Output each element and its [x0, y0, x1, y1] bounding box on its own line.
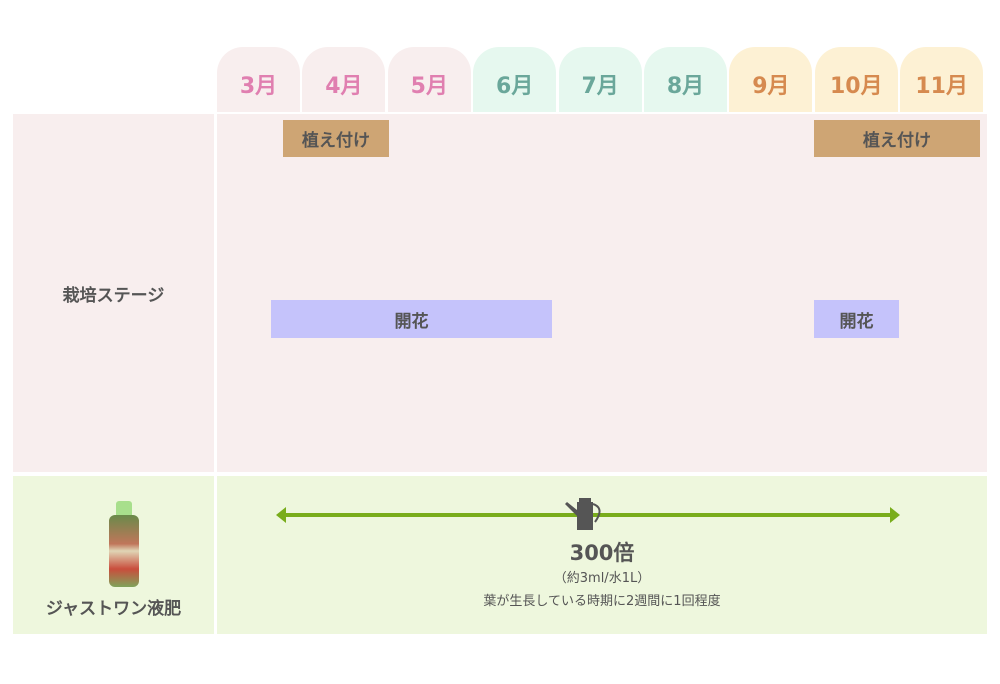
- planting-bar-autumn: 植え付け: [814, 120, 980, 157]
- dilution-amount: （約3ml/水1L）: [553, 571, 651, 586]
- fertilizer-bottle-image: [109, 501, 139, 587]
- month-header: 8月: [644, 47, 727, 112]
- month-header: 4月: [302, 47, 386, 112]
- flowering-bar-spring: 開花: [271, 300, 552, 338]
- stage-area: [217, 114, 987, 472]
- fertilizer-label-cell: ジャストワン液肥: [13, 476, 214, 634]
- month-header: 3月: [217, 47, 300, 112]
- flowering-bar-autumn: 開花: [814, 300, 899, 338]
- month-header: 6月: [473, 47, 557, 112]
- stage-label: 栽培ステージ: [62, 285, 165, 306]
- month-header: 7月: [558, 47, 642, 112]
- stage-label-cell: 栽培ステージ: [13, 114, 214, 472]
- flowering-label: 開花: [839, 311, 874, 332]
- planting-label: 植え付け: [302, 131, 370, 151]
- fertilizer-label: ジャストワン液肥: [45, 599, 182, 619]
- application-frequency: 葉が生長している時期に2週間に1回程度: [483, 594, 721, 609]
- month-header: 9月: [729, 47, 813, 112]
- planting-label: 植え付け: [863, 131, 931, 151]
- dilution-ratio: 300倍: [569, 541, 635, 565]
- fertilizer-area: [217, 476, 987, 634]
- watering-can-icon: [565, 498, 601, 530]
- month-header: 10月: [814, 47, 898, 112]
- month-header: 5月: [387, 47, 471, 112]
- planting-bar-spring: 植え付け: [283, 120, 389, 157]
- flowering-label: 開花: [394, 311, 429, 332]
- month-header: 11月: [900, 47, 984, 112]
